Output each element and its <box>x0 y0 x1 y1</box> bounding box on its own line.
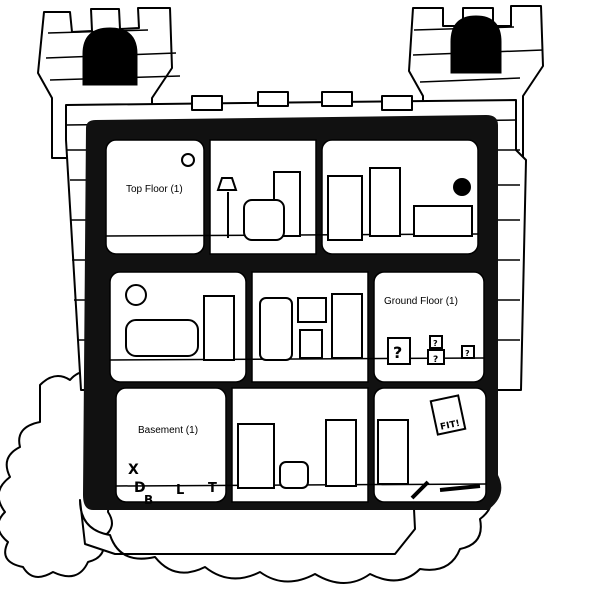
svg-text:B: B <box>144 493 153 507</box>
unknown-item <box>429 335 443 349</box>
ground-floor-label: Ground Floor (1) <box>384 296 458 307</box>
svg-text:D: D <box>134 480 146 496</box>
door <box>203 295 235 361</box>
svg-text:X: X <box>128 462 139 478</box>
anarchy-symbol <box>181 153 195 167</box>
floor-basement[interactable] <box>116 388 486 502</box>
svg-text:?: ? <box>393 343 402 362</box>
svg-text:FIT!: FIT! <box>439 419 460 433</box>
top-floor-label: Top Floor (1) <box>126 184 183 195</box>
svg-text:?: ? <box>465 349 470 358</box>
globe <box>453 178 471 196</box>
fan <box>297 297 327 323</box>
unknown-item <box>427 349 445 365</box>
unknown-item <box>387 337 411 365</box>
svg-text:?: ? <box>433 355 438 365</box>
svg-text:T: T <box>208 481 217 496</box>
cabinet <box>299 329 323 359</box>
svg-text:L: L <box>176 483 184 498</box>
floor-top[interactable] <box>106 140 478 254</box>
barbell <box>439 484 481 492</box>
armchair <box>243 199 285 241</box>
fridge <box>259 297 293 361</box>
unknown-item <box>461 345 475 359</box>
dumbbell <box>410 480 430 500</box>
desk <box>413 205 473 237</box>
door <box>377 419 409 485</box>
clock <box>125 284 147 306</box>
fit-poster <box>429 394 467 436</box>
door <box>369 167 401 237</box>
door <box>325 419 357 487</box>
door <box>331 293 363 359</box>
svg-text:?: ? <box>433 339 438 348</box>
tv <box>279 461 309 489</box>
basement-label: Basement (1) <box>138 425 199 436</box>
sofa <box>125 319 199 357</box>
tower-window-right <box>450 15 502 74</box>
floor-ground[interactable] <box>110 272 484 382</box>
bookshelf <box>237 423 275 489</box>
tower-window-left <box>82 27 138 86</box>
bookshelf <box>327 175 363 241</box>
lamp <box>216 177 238 191</box>
